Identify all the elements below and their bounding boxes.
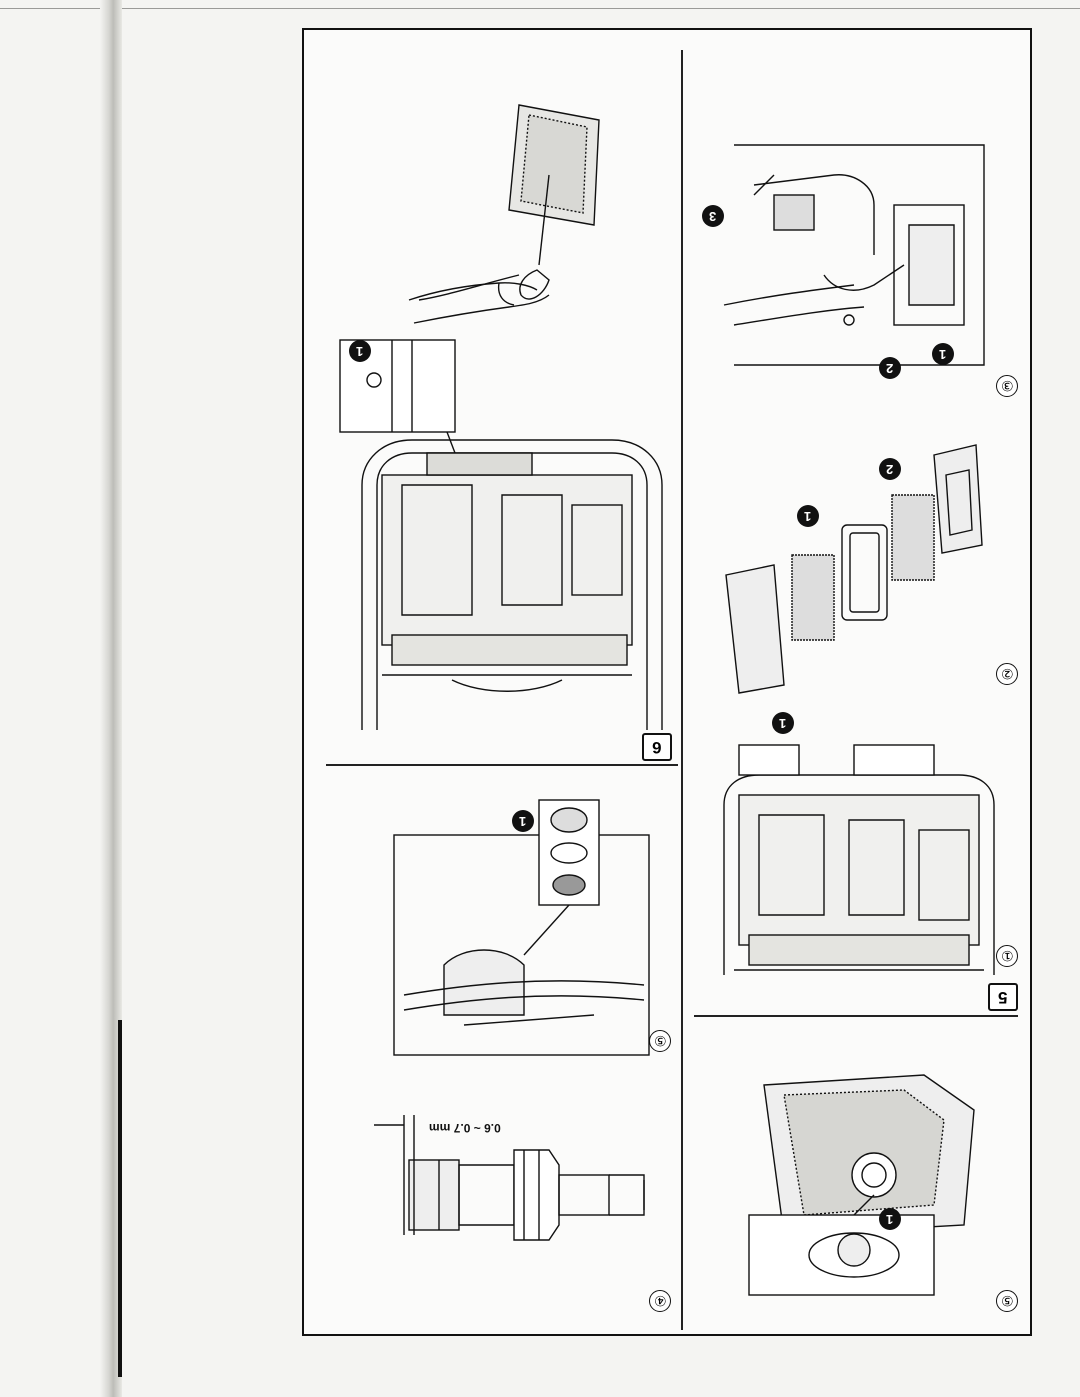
step-number-right-top: ③ [996, 375, 1018, 397]
callout-3-c: 1 [932, 343, 954, 365]
callout-6-inset: 1 [349, 340, 371, 362]
air-filter-illustration [714, 435, 984, 705]
spark-plug-illustration [374, 1105, 664, 1315]
section-number-5: 5 [988, 983, 1018, 1011]
illustration-frame: 0.6 ~ 0.7 mm [302, 28, 1032, 1336]
step-number-right-bottom: ⑤ [996, 1290, 1018, 1312]
page-top-rule [0, 8, 1080, 9]
breather-filter-illustration [399, 85, 609, 340]
step-number-right-mid: ② [996, 663, 1018, 685]
spark-gap-label: 0.6 ~ 0.7 mm [429, 1121, 501, 1135]
generator-illustration-5 [714, 735, 1004, 985]
callout-left-5-a: 1 [512, 810, 534, 832]
right-section-divider [694, 1015, 1018, 1017]
callout-2-b: 2 [879, 458, 901, 480]
callout-2-a: 1 [797, 505, 819, 527]
step-number-left-bottom: ④ [649, 1290, 671, 1312]
fuel-cock-illustration [364, 795, 664, 1065]
callout-5-inset: 1 [879, 1208, 901, 1230]
callout-3-a: 3 [702, 205, 724, 227]
plug-cap-illustration [714, 135, 1004, 395]
oil-sensor-illustration [744, 1065, 989, 1300]
step-number-left-mid: ⑤ [649, 1030, 671, 1052]
callout-1-a: 1 [772, 712, 794, 734]
callout-3-b: 2 [879, 357, 901, 379]
step-number-right-low: ① [996, 945, 1018, 967]
section-number-6: 6 [642, 733, 672, 761]
page-binding-edge [118, 1020, 122, 1377]
left-section-divider [326, 764, 678, 766]
column-divider [681, 50, 683, 1330]
page-binding-shadow [100, 0, 122, 1397]
generator-illustration-6 [332, 335, 677, 730]
